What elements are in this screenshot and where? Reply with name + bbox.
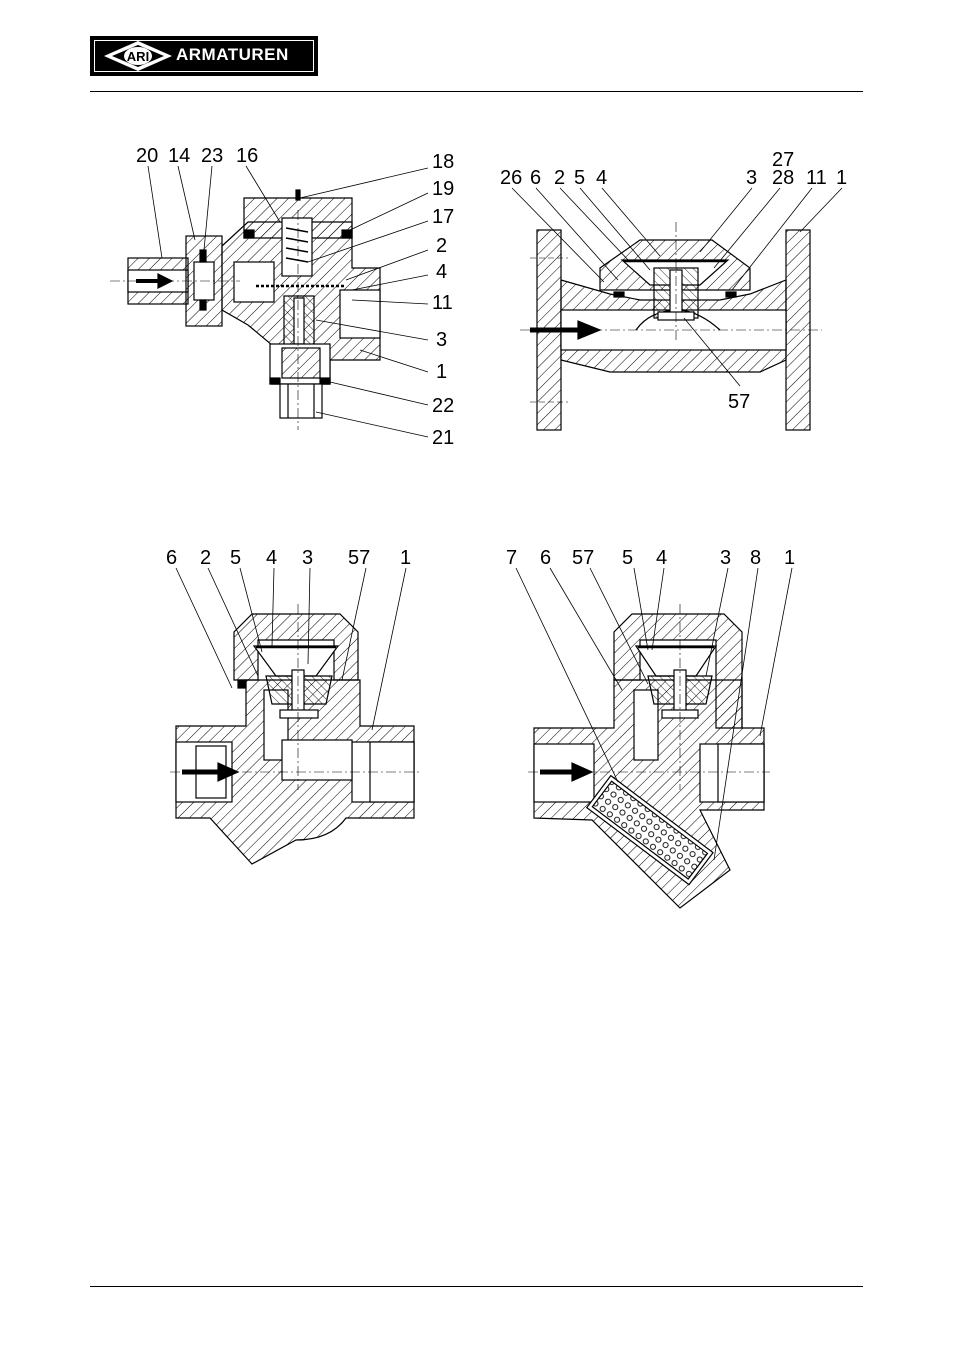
fig2-label: 6	[530, 167, 541, 189]
fig3-label: 4	[266, 547, 277, 569]
fig3-label: 2	[200, 547, 211, 569]
fig4-label: 7	[506, 547, 517, 569]
fig3-label: 6	[166, 547, 177, 569]
figure-4-trap-strainer	[516, 568, 792, 908]
fig4-label: 5	[622, 547, 633, 569]
fig4-label: 4	[656, 547, 667, 569]
fig1-label: 22	[432, 395, 454, 417]
fig1-label: 14	[168, 145, 190, 167]
fig1-label: 16	[236, 145, 258, 167]
fig4-label: 3	[720, 547, 731, 569]
figure-3-labels: 6 2 5 4 3 57 1	[166, 547, 411, 569]
fig1-label: 18	[432, 151, 454, 173]
fig3-label: 3	[302, 547, 313, 569]
fig4-label: 1	[784, 547, 795, 569]
fig2-label: 3	[746, 167, 757, 189]
fig2-label: 2	[554, 167, 565, 189]
fig2-label: 26	[500, 167, 522, 189]
fig1-label: 2	[436, 235, 447, 257]
fig1-label: 23	[201, 145, 223, 167]
fig1-label: 20	[136, 145, 158, 167]
fig3-label: 57	[348, 547, 370, 569]
figure-2-trap-flanged	[512, 188, 842, 430]
fig1-label: 3	[436, 329, 447, 351]
fig4-label: 8	[750, 547, 761, 569]
fig1-label: 11	[432, 292, 453, 314]
fig4-label: 57	[572, 547, 594, 569]
fig3-label: 1	[400, 547, 411, 569]
fig1-label: 21	[432, 427, 454, 449]
fig1-label: 4	[436, 261, 447, 283]
fig1-label: 1	[436, 361, 447, 383]
figure-4-labels: 7 6 57 5 4 3 8 1	[506, 547, 795, 569]
fig3-label: 5	[230, 547, 241, 569]
fig1-label: 19	[432, 178, 454, 200]
fig1-label: 17	[432, 206, 454, 228]
figure-1-trap-angle	[110, 166, 428, 437]
figure-3-trap-threaded	[170, 568, 420, 864]
fig4-label: 6	[540, 547, 551, 569]
fig2-label: 28	[772, 167, 794, 189]
fig2-label: 5	[574, 167, 585, 189]
fig2-label: 4	[596, 167, 607, 189]
fig2-label: 1	[836, 167, 847, 189]
fig2-label: 57	[728, 391, 750, 413]
fig2-label: 11	[806, 167, 827, 189]
